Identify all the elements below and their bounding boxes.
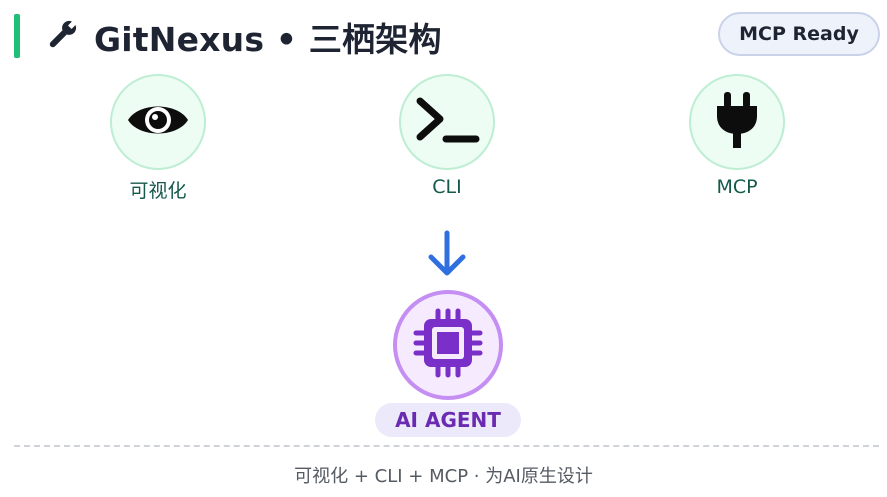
agent-circle[interactable]	[393, 290, 503, 400]
agent-label: AI AGENT	[375, 403, 521, 437]
node-visualization[interactable]: 可视化	[88, 74, 228, 203]
terminal-icon	[414, 95, 480, 149]
page-title: GitNexus • 三栖架构	[94, 20, 442, 59]
node-label: 可视化	[129, 180, 187, 202]
node-label: MCP	[716, 176, 758, 198]
footer-caption: 可视化 + CLI + MCP · 为AI原生设计	[294, 466, 593, 487]
plug-icon	[714, 90, 760, 154]
node-circle	[399, 74, 495, 170]
status-badge[interactable]: MCP Ready	[718, 12, 880, 56]
chip-icon	[412, 307, 484, 383]
node-cli[interactable]: CLI	[377, 74, 517, 198]
wrench-icon	[44, 17, 80, 57]
node-circle	[689, 74, 785, 170]
divider	[14, 445, 879, 447]
node-label: CLI	[432, 176, 462, 198]
page-header: GitNexus • 三栖架构	[44, 12, 442, 62]
node-circle	[110, 74, 206, 170]
arrow-down-icon	[427, 230, 467, 282]
node-mcp[interactable]: MCP	[667, 74, 807, 198]
eye-icon	[125, 98, 191, 146]
title-accent-bar	[14, 14, 20, 58]
